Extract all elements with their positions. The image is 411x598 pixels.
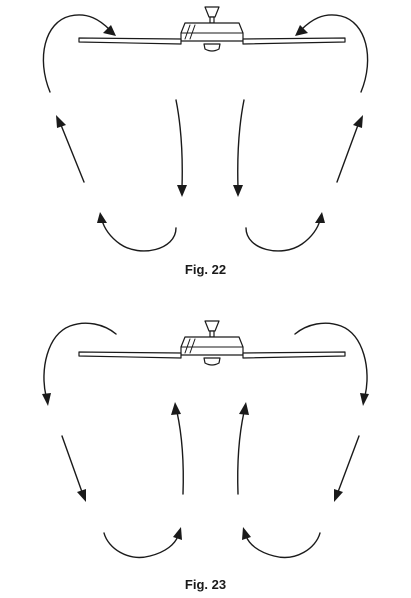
straight-arrow-icon — [171, 402, 184, 495]
curved-arrow-icon — [294, 322, 369, 406]
straight-arrow-icon — [175, 99, 187, 197]
ceiling-fan-icon — [78, 6, 346, 52]
straight-arrow-icon — [336, 115, 363, 183]
curved-arrow-icon — [295, 14, 369, 93]
straight-arrow-icon — [237, 402, 249, 495]
figure-22: Fig. 22 — [0, 0, 411, 290]
curved-arrow-icon — [97, 212, 177, 252]
curved-arrow-icon — [42, 322, 117, 406]
straight-arrow-icon — [334, 435, 360, 502]
curved-arrow-icon — [103, 527, 182, 559]
straight-arrow-icon — [61, 435, 86, 502]
straight-arrow-icon — [233, 99, 245, 197]
airflow-diagram-downward — [42, 6, 369, 252]
figure-caption: Fig. 22 — [184, 262, 227, 277]
airflow-diagram-upward — [42, 320, 369, 559]
curved-arrow-icon — [245, 212, 325, 252]
straight-arrow-icon — [56, 115, 85, 183]
figure-caption: Fig. 23 — [184, 577, 227, 592]
curved-arrow-icon — [242, 527, 321, 559]
figure-23: Fig. 23 — [0, 300, 411, 598]
curved-arrow-icon — [42, 14, 116, 93]
